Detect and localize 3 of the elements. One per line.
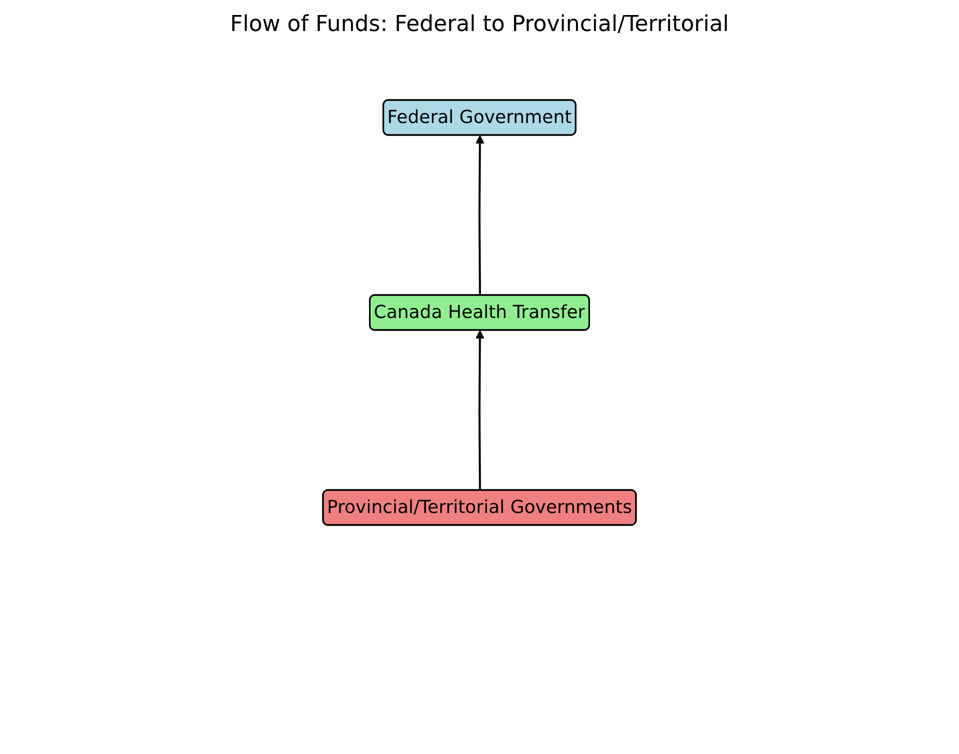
arrow: [476, 135, 484, 296]
arrow: [476, 330, 484, 490]
diagram-title: Flow of Funds: Federal to Provincial/Territorial: [230, 12, 729, 37]
